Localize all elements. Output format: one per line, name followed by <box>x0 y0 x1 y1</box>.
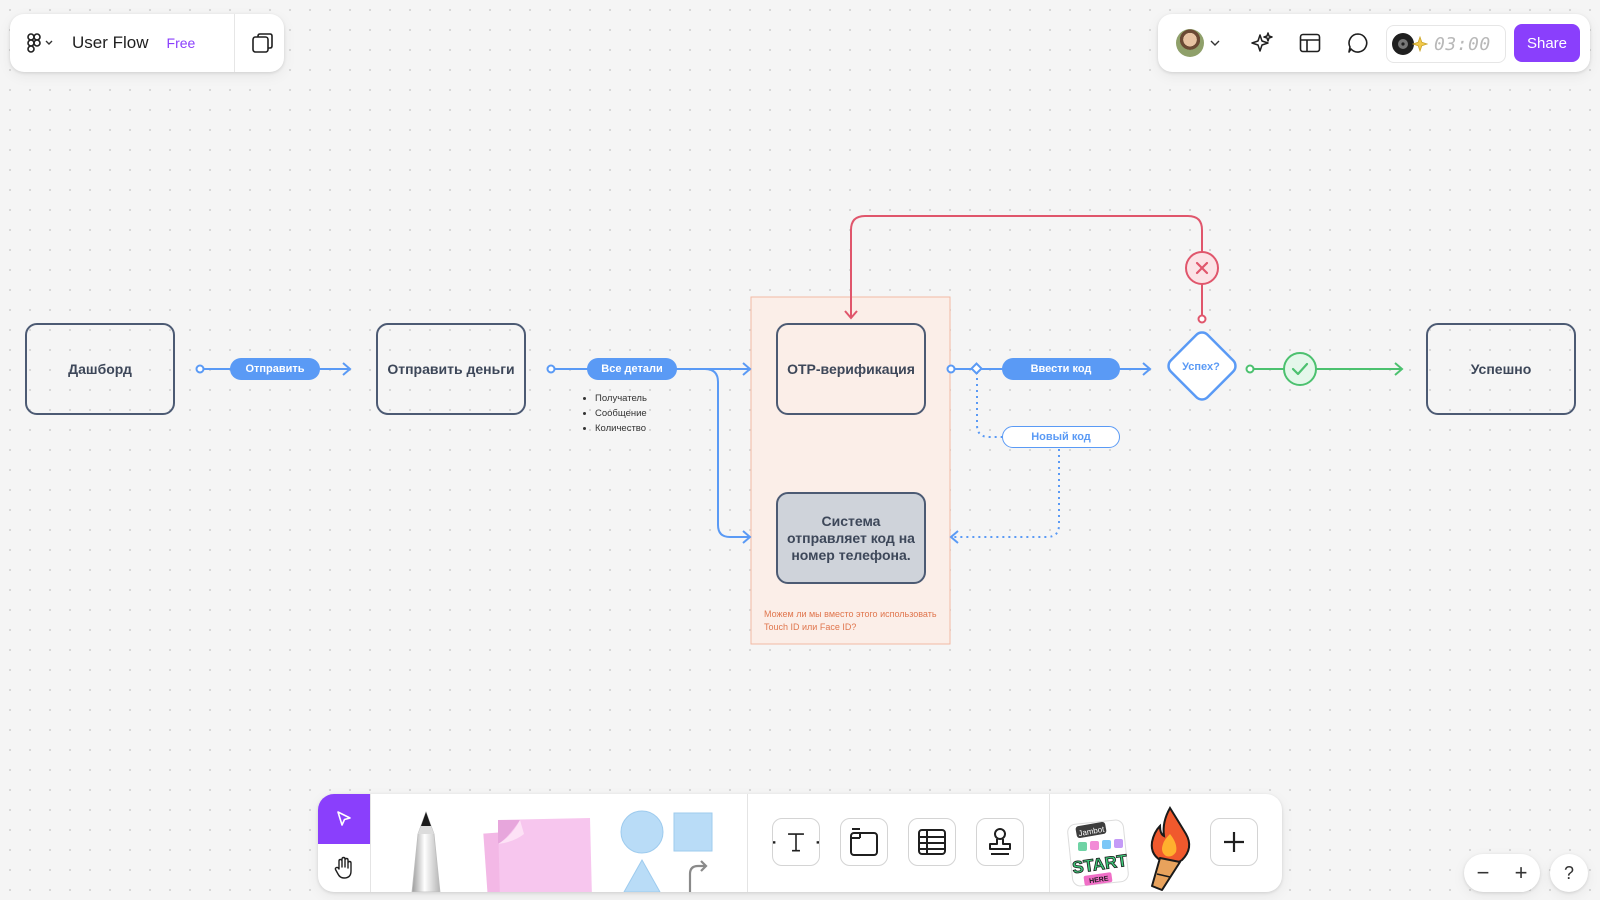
more-tools-button[interactable] <box>1210 818 1258 866</box>
label-enter-code[interactable]: Ввести код <box>1002 358 1120 380</box>
success-dot <box>1245 364 1255 374</box>
pencil-icon <box>411 810 441 892</box>
divider <box>370 794 371 892</box>
arrowhead <box>949 530 959 544</box>
connector-start-dot <box>546 364 556 374</box>
plan-badge[interactable]: Free <box>166 35 196 51</box>
file-panel: User Flow Free <box>10 14 284 72</box>
pages-button[interactable] <box>246 27 280 59</box>
divider <box>234 14 235 72</box>
note-area[interactable] <box>750 296 951 645</box>
arrowhead <box>742 362 752 376</box>
list-item: Количество <box>595 421 647 436</box>
details-list: Получатель Сообщение Количество <box>583 391 647 436</box>
pages-icon <box>252 33 273 53</box>
user-menu-button[interactable] <box>1172 27 1224 59</box>
cursor-icon <box>337 811 351 826</box>
node-success[interactable]: Успешно <box>1426 323 1576 415</box>
music-icon[interactable] <box>1391 32 1415 56</box>
chevron-down-icon <box>45 40 53 45</box>
section-tool[interactable] <box>840 818 888 866</box>
torch-sticker-tool[interactable] <box>1136 804 1198 892</box>
text-icon <box>773 833 819 852</box>
connector-new-code-return <box>952 449 1060 538</box>
sticker-text: HERE <box>1089 876 1110 886</box>
label-send[interactable]: Отправить <box>230 358 320 380</box>
jambot-sticker-tool[interactable]: Jambot START HERE <box>1066 814 1132 892</box>
hand-tool[interactable] <box>318 844 370 892</box>
connector-start-dot <box>195 364 205 374</box>
arrowhead <box>742 530 752 544</box>
share-button[interactable]: Share <box>1514 24 1580 62</box>
connector-new-code <box>976 372 1004 438</box>
pencil-tool[interactable] <box>398 810 454 892</box>
timer-value: 03:00 <box>1434 33 1491 55</box>
select-tool[interactable] <box>318 794 370 844</box>
table-tool[interactable] <box>908 818 956 866</box>
x-icon <box>1195 261 1209 275</box>
zoom-controls: − + <box>1464 854 1540 892</box>
decision-label: Успех? <box>1182 361 1220 373</box>
creation-toolbar: Jambot START HERE <box>318 794 1282 892</box>
sticky-note-icon <box>483 818 592 892</box>
divider <box>747 794 748 892</box>
list-item: Получатель <box>595 391 647 406</box>
timer-widget[interactable]: 03:00 <box>1386 25 1506 63</box>
text-tool[interactable] <box>772 818 820 866</box>
arrowhead <box>1394 362 1404 376</box>
ai-button[interactable] <box>1246 27 1278 59</box>
plus-icon <box>1224 832 1244 852</box>
arrowhead <box>1142 362 1152 376</box>
torch-icon <box>1150 806 1191 891</box>
label-new-code[interactable]: Новый код <box>1002 426 1120 448</box>
reject-dot <box>1197 314 1207 324</box>
hand-icon <box>334 856 352 879</box>
node-system-sends-code[interactable]: Система отправляет код на номер телефона… <box>776 492 926 584</box>
node-otp[interactable]: OTP-верификация <box>776 323 926 415</box>
connector-details-system <box>704 368 750 538</box>
arrowhead <box>342 362 352 376</box>
list-item: Сообщение <box>595 406 647 421</box>
avatar <box>1176 29 1204 57</box>
node-dashboard[interactable]: Дашборд <box>25 323 175 415</box>
check-icon <box>1291 362 1309 376</box>
main-menu-button[interactable] <box>10 14 70 72</box>
shapes-tool[interactable] <box>618 810 718 892</box>
decision-diamond[interactable] <box>1165 329 1239 403</box>
connector-reject-loop <box>850 215 1203 318</box>
stamp-icon <box>989 828 1011 855</box>
chevron-down-icon <box>1210 40 1220 46</box>
help-button[interactable]: ? <box>1550 854 1588 892</box>
divider <box>1049 794 1050 892</box>
zoom-in-button[interactable]: + <box>1514 860 1528 885</box>
sparkle-icon <box>1251 32 1273 52</box>
stamp-tool[interactable] <box>976 818 1024 866</box>
section-icon <box>850 828 878 856</box>
zoom-out-button[interactable]: − <box>1476 860 1490 885</box>
connector-start-dot <box>946 364 956 374</box>
shapes-icon <box>620 810 713 892</box>
sparkle-icon <box>1412 36 1428 52</box>
jambot-sticker-icon: Jambot START HERE <box>1067 819 1130 887</box>
layout-button[interactable] <box>1294 27 1326 59</box>
table-icon <box>918 829 946 855</box>
sticky-note-tool[interactable] <box>468 808 608 892</box>
success-badge <box>1283 352 1317 386</box>
figma-logo-icon <box>27 33 41 53</box>
note-text[interactable]: Можем ли мы вместо этого использовать To… <box>764 609 937 632</box>
node-send-money[interactable]: Отправить деньги <box>376 323 526 415</box>
branch-diamond <box>970 362 983 375</box>
comment-icon <box>1348 33 1368 53</box>
label-all-details[interactable]: Все детали <box>587 358 677 380</box>
layout-icon <box>1299 33 1321 53</box>
collab-panel: 03:00 Share <box>1158 14 1590 72</box>
arrowhead <box>844 310 858 320</box>
comment-button[interactable] <box>1342 27 1374 59</box>
file-title[interactable]: User Flow <box>72 33 149 52</box>
